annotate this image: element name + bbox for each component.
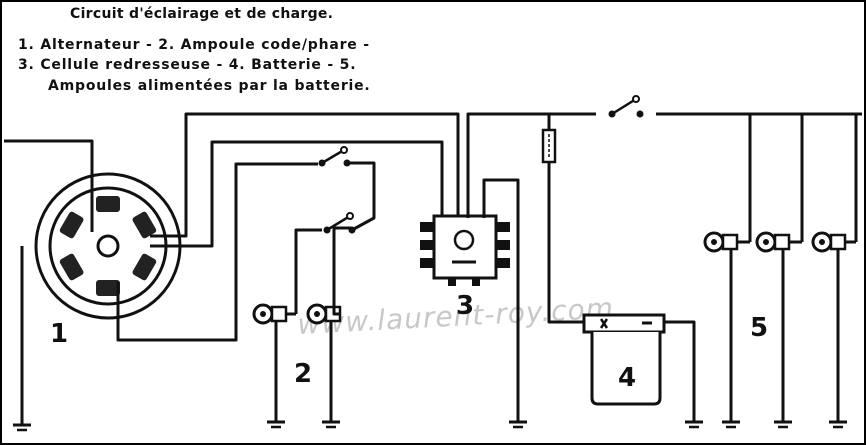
label-rectifier: 3 <box>456 291 474 321</box>
battery-switch <box>596 95 656 120</box>
alternator <box>34 172 182 320</box>
alternator-pole-pieces <box>59 196 157 296</box>
diagram-title: Circuit d'éclairage et de charge. <box>70 6 334 22</box>
wire-switch-bridge-b <box>351 206 376 232</box>
rectifier <box>420 214 510 286</box>
lamp-c <box>811 231 847 253</box>
label-battery-lamps: 5 <box>750 313 768 343</box>
wire-battery-ground <box>664 320 696 422</box>
battery <box>582 313 666 406</box>
wire-bulb-phare <box>332 226 352 316</box>
legend-line-2: 3. Cellule redresseuse - 4. Batterie - 5… <box>18 57 357 73</box>
headlamp-bulb-code <box>252 303 288 325</box>
lamp-b <box>755 231 791 253</box>
light-switch <box>318 146 356 234</box>
wire-alternator-rectifier-b <box>150 140 444 248</box>
wire-switch-headlamp <box>294 228 322 314</box>
wire-switch-bridge <box>347 161 376 206</box>
wire-rectifier-ground <box>482 178 520 422</box>
headlamp-bulb-phare <box>306 303 342 325</box>
wire-alternator-switch <box>116 162 318 342</box>
lamp-a <box>703 231 739 253</box>
label-headlamp: 2 <box>294 359 312 389</box>
wire-fuse-battery <box>547 162 588 324</box>
wire-alternator-rectifier-a <box>150 112 460 238</box>
label-battery: 4 <box>618 363 636 393</box>
wire-rectifier-bus <box>466 112 862 218</box>
label-alternator: 1 <box>50 319 68 349</box>
wire-alternator-left <box>4 139 94 232</box>
alternator-hub <box>96 234 120 258</box>
legend-line-1: 1. Alternateur - 2. Ampoule code/phare - <box>18 37 370 53</box>
ground-symbols <box>13 420 847 432</box>
legend-line-3: Ampoules alimentées par la batterie. <box>48 78 371 94</box>
